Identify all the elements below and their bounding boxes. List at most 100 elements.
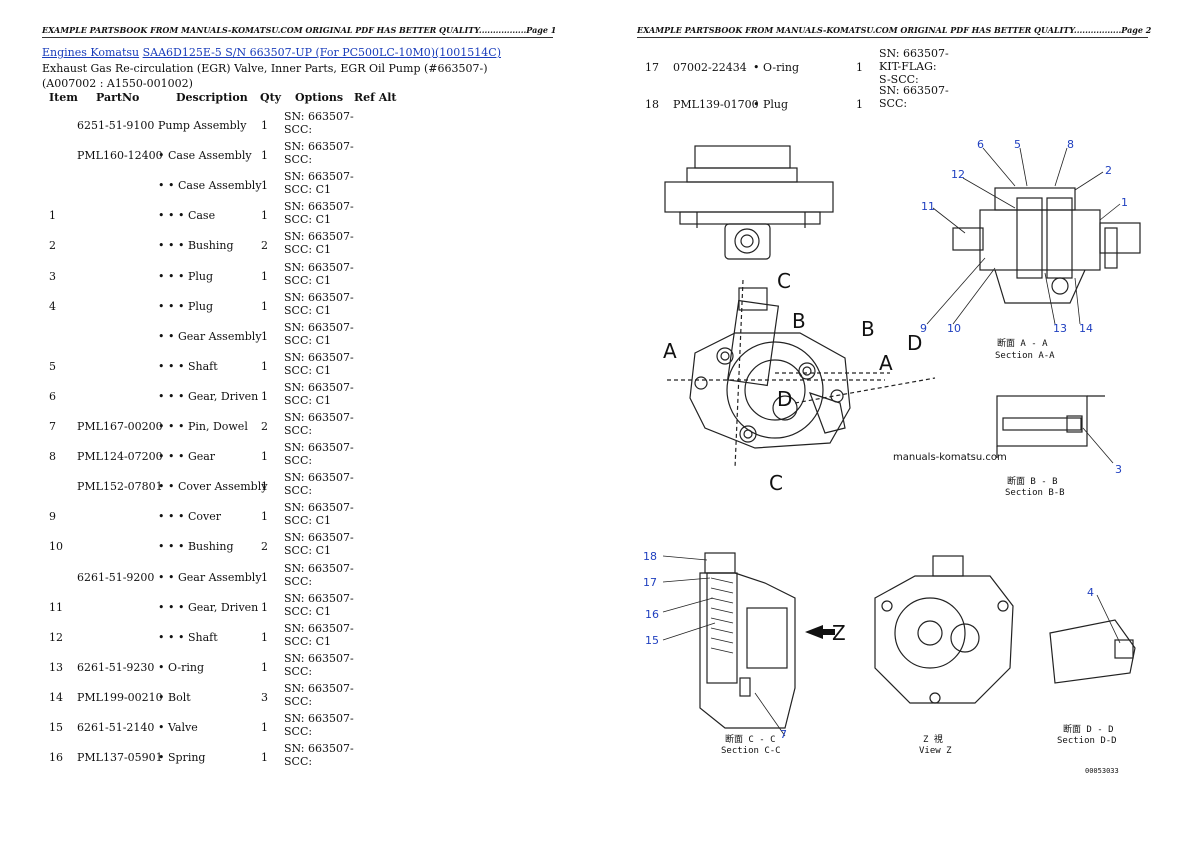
part-number: PML160-12400	[77, 149, 163, 163]
options: SN: 663507-SCC: C1	[284, 260, 354, 287]
svg-text:C: C	[777, 269, 791, 293]
svg-text:9: 9	[920, 322, 927, 335]
item-number: 13	[49, 660, 63, 674]
quantity: 1	[261, 119, 268, 132]
col-description-header: Description	[176, 91, 248, 104]
item-number: 1	[49, 209, 56, 223]
view-z-jp-caption: Z 視	[923, 733, 943, 745]
section-dd-drawing	[1049, 619, 1136, 684]
drawing-code: 00053033	[1085, 767, 1119, 775]
watermark-text: manuals-komatsu.com	[893, 452, 1007, 463]
page-1: EXAMPLE PARTSBOOK FROM MANUALS-KOMATSU.C…	[0, 25, 595, 772]
options: SN: 663507-SCC:	[284, 712, 354, 738]
svg-text:14: 14	[1079, 322, 1093, 335]
quantity: 1	[856, 61, 863, 74]
part-description: • Bolt	[158, 690, 191, 704]
part-number: 6261-51-9200	[77, 570, 155, 584]
quantity: 1	[261, 299, 268, 313]
options: SN: 663507-SCC:	[284, 441, 354, 468]
item-number: 11	[49, 600, 63, 614]
part-description: • • Gear Assembly	[158, 329, 262, 343]
part-number: 6261-51-9230	[77, 660, 155, 674]
section-cc-jp-caption: 断面 C - C	[725, 733, 776, 745]
options: SN: 663507-SCC:	[284, 561, 354, 588]
quantity: 1	[856, 98, 863, 111]
item-number: 2	[49, 239, 56, 253]
part-description: • • Cover Assembly	[158, 480, 268, 494]
part-description: • • • Shaft	[158, 359, 218, 373]
part-description: • O-ring	[753, 61, 800, 74]
item-number: 16	[49, 751, 63, 765]
quantity: 2	[261, 420, 268, 433]
page-header: EXAMPLE PARTSBOOK FROM MANUALS-KOMATSU.C…	[637, 25, 1151, 38]
section-dd-jp-caption: 断面 D - D	[1063, 723, 1114, 735]
options: SN: 663507-SCC: C1	[284, 380, 354, 407]
options: SN: 663507-SCC: C1	[284, 170, 354, 197]
quantity: 1	[261, 600, 268, 614]
part-number: PML199-00210	[77, 690, 163, 704]
col-options-header: Options	[295, 91, 344, 104]
svg-text:7: 7	[780, 728, 787, 741]
options: SN: 663507-SCC: C1	[284, 230, 354, 257]
options: SN: 663507-SCC:	[879, 84, 949, 110]
quantity: 1	[261, 751, 268, 765]
section-bb-drawing	[996, 395, 1105, 458]
part-description: • Plug	[753, 98, 789, 111]
breadcrumb-link-model[interactable]: SAA6D125E-5 S/N 663507-UP (For PC500LC-1…	[142, 46, 502, 59]
item-number: 6	[49, 389, 56, 403]
svg-text:A: A	[663, 339, 677, 363]
quantity: 1	[261, 269, 268, 283]
part-description: • • • Gear, Driven	[158, 600, 259, 614]
part-number: 6251-51-9100	[77, 119, 155, 132]
options: SN: 663507-KIT-FLAG: S-SCC:	[879, 47, 949, 86]
svg-text:10: 10	[947, 322, 961, 335]
section-dd-caption: Section D-D	[1057, 736, 1117, 746]
svg-text:13: 13	[1053, 322, 1067, 335]
svg-text:B: B	[792, 309, 806, 333]
quantity: 1	[261, 329, 268, 343]
section-bb-caption: Section B-B	[1005, 488, 1065, 498]
item-number: 8	[49, 450, 56, 464]
part-description: • • • Shaft	[158, 630, 218, 644]
col-item-header: Item	[49, 91, 78, 104]
part-description: • Valve	[158, 721, 198, 734]
svg-text:1: 1	[1121, 196, 1128, 209]
item-number: 15	[49, 721, 63, 734]
svg-text:4: 4	[1087, 586, 1094, 599]
svg-text:D: D	[777, 387, 792, 411]
options: SN: 663507-SCC: C1	[284, 350, 354, 377]
part-description: • O-ring	[158, 660, 205, 674]
col-partno-header: PartNo	[96, 91, 140, 104]
part-description: Pump Assembly	[158, 119, 247, 132]
section-aa-jp-caption: 断面 A - A	[997, 337, 1048, 349]
options: SN: 663507-SCC:	[284, 651, 354, 678]
svg-text:A: A	[879, 351, 893, 375]
view-z-caption: View Z	[919, 746, 952, 756]
quantity: 2	[261, 239, 268, 253]
svg-text:Z: Z	[832, 621, 846, 645]
part-description: • • • Pin, Dowel	[158, 420, 248, 433]
item-number: 7	[49, 420, 56, 433]
options: SN: 663507-SCC:	[284, 140, 354, 167]
svg-text:16: 16	[645, 608, 659, 621]
item-number: 14	[49, 690, 63, 704]
svg-text:6: 6	[977, 138, 984, 151]
quantity: 1	[261, 450, 268, 464]
quantity: 1	[261, 660, 268, 674]
breadcrumb-link-engines[interactable]: Engines Komatsu	[42, 46, 140, 59]
